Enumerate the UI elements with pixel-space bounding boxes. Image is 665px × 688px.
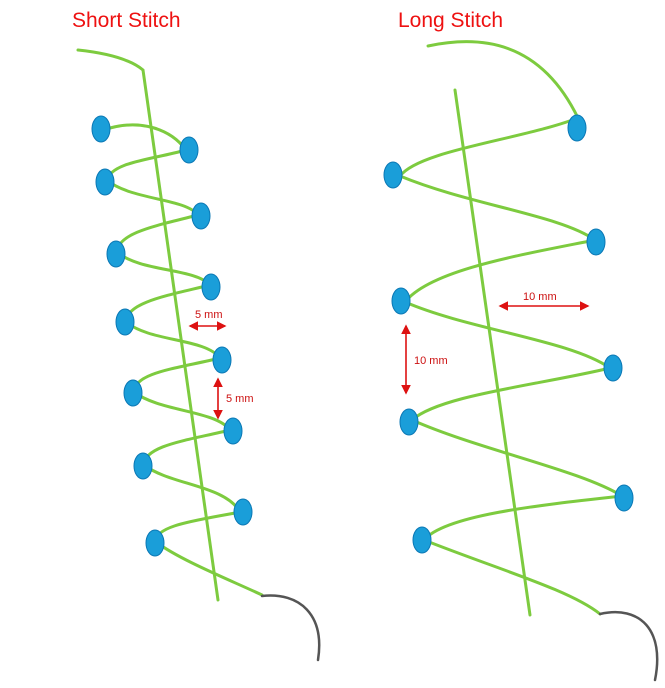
suture-hole-icon xyxy=(223,417,243,445)
suture-hole-icon xyxy=(399,408,419,436)
suture-hole-icon xyxy=(586,228,606,256)
suture-hole-icon xyxy=(567,114,587,142)
long-holes xyxy=(383,114,634,554)
long-vertical-measure: 10 mm xyxy=(414,355,448,367)
long-stitch-diagram: 10 mm 10 mm xyxy=(383,40,659,682)
suture-hole-icon xyxy=(145,529,165,557)
suture-hole-icon xyxy=(412,526,432,554)
suture-hole-icon xyxy=(191,202,211,230)
suture-hole-icon xyxy=(201,273,221,301)
long-horizontal-measure: 10 mm xyxy=(523,291,557,303)
suture-hole-icon xyxy=(95,168,115,196)
long-stitch-title: Long Stitch xyxy=(398,9,504,32)
suture-hole-icon xyxy=(212,346,232,374)
short-stitch-title: Short Stitch xyxy=(72,9,181,32)
needle-icon xyxy=(260,594,321,662)
short-vertical-measure: 5 mm xyxy=(226,393,254,405)
suture-hole-icon xyxy=(179,136,199,164)
suture-hole-icon xyxy=(614,484,634,512)
short-holes xyxy=(91,115,253,557)
suture-hole-icon xyxy=(391,287,411,315)
needle-icon xyxy=(598,611,659,682)
suture-hole-icon xyxy=(91,115,111,143)
short-stitch-diagram: 5 mm 5 mm xyxy=(76,48,321,662)
suture-hole-icon xyxy=(233,498,253,526)
suture-hole-icon xyxy=(133,452,153,480)
suture-hole-icon xyxy=(603,354,623,382)
long-wound-line xyxy=(453,88,532,617)
short-horizontal-measure: 5 mm xyxy=(195,309,223,321)
long-suture-thread xyxy=(397,40,627,616)
suture-hole-icon xyxy=(123,379,143,407)
short-wound-line xyxy=(76,48,220,602)
suture-hole-icon xyxy=(106,240,126,268)
suture-hole-icon xyxy=(383,161,403,189)
suture-hole-icon xyxy=(115,308,135,336)
